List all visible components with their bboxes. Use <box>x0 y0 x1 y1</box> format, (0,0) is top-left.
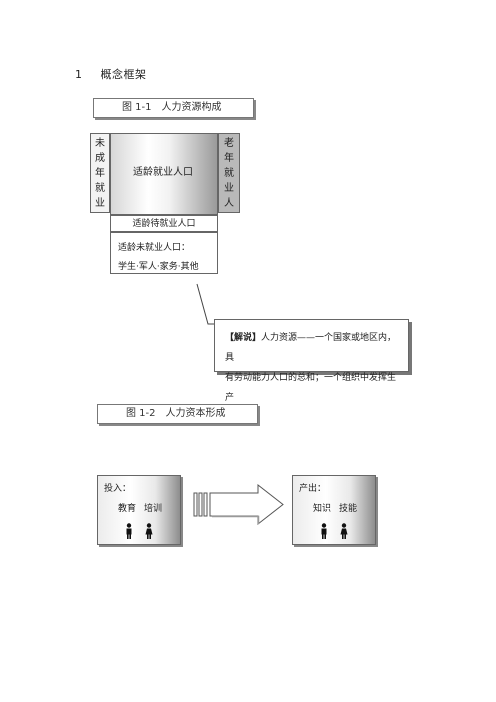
working-age-employed-label: 适龄就业人口 <box>133 167 193 178</box>
input-item-education: 教育 <box>118 504 137 514</box>
output-item-knowledge: 知识 <box>313 504 332 514</box>
figure-2-caption-text: 图 1-2 人力资本形成 <box>126 408 226 419</box>
elderly-char: 就 <box>224 167 234 179</box>
process-arrow-icon <box>193 484 284 526</box>
minor-char: 就 <box>95 182 105 194</box>
waiting-employment-label: 适龄待就业人口 <box>132 219 196 229</box>
output-title: 产出： <box>299 484 327 494</box>
unemployed-label: 适龄未就业人口： <box>118 243 191 253</box>
person-female-icon <box>340 523 348 539</box>
minor-char: 业 <box>95 197 105 209</box>
figure-1-caption-text: 图 1-1 人力资源构成 <box>122 102 222 113</box>
elderly-employed-column: 老 年 就 业 人 <box>218 133 240 213</box>
figure-2-caption: 图 1-2 人力资本形成 <box>97 404 258 424</box>
minor-char: 年 <box>95 167 105 179</box>
elderly-char: 年 <box>224 152 234 164</box>
minor-char: 成 <box>95 152 105 164</box>
output-box: 产出： 知识 技能 <box>292 475 376 545</box>
section-number: 1 <box>75 68 83 81</box>
input-box: 投入： 教育 培训 <box>97 475 181 545</box>
unemployed-box: 适龄未就业人口： 学生·军人·家务·其他 <box>110 232 218 274</box>
explanation-note: 【解说】人力资源——一个国家或地区内，具 有劳动能力人口的总和；一个组织中发挥生… <box>214 319 409 403</box>
note-line-1: 【解说】人力资源——一个国家或地区内，具 <box>225 328 402 368</box>
person-male-icon <box>321 523 327 539</box>
output-item-skills: 技能 <box>339 504 358 514</box>
figure-1-caption: 图 1-1 人力资源构成 <box>93 98 254 118</box>
minor-employed-column: 未 成 年 就 业 <box>90 133 110 213</box>
waiting-employment-box: 适龄待就业人口 <box>110 215 218 232</box>
person-female-icon <box>145 523 153 539</box>
minor-char: 未 <box>95 137 105 149</box>
person-male-icon <box>126 523 132 539</box>
note-line-1-text: 人力资源——一个国家或地区内，具 <box>225 333 397 363</box>
callout-connector <box>196 283 215 325</box>
note-label: 【解说】 <box>225 333 262 343</box>
working-age-employed-box: 适龄就业人口 <box>110 133 218 215</box>
elderly-char: 业 <box>224 182 234 194</box>
section-title: 概念框架 <box>100 68 147 81</box>
input-item-training: 培训 <box>144 504 163 514</box>
section-heading: 1 概念框架 <box>75 66 147 82</box>
input-title: 投入： <box>104 484 132 494</box>
note-line-2: 有劳动能力人口的总和；一个组织中发挥生产 <box>225 373 397 403</box>
unemployed-detail: 学生·军人·家务·其他 <box>118 262 199 272</box>
elderly-char: 人 <box>224 197 234 209</box>
elderly-char: 老 <box>224 137 234 149</box>
